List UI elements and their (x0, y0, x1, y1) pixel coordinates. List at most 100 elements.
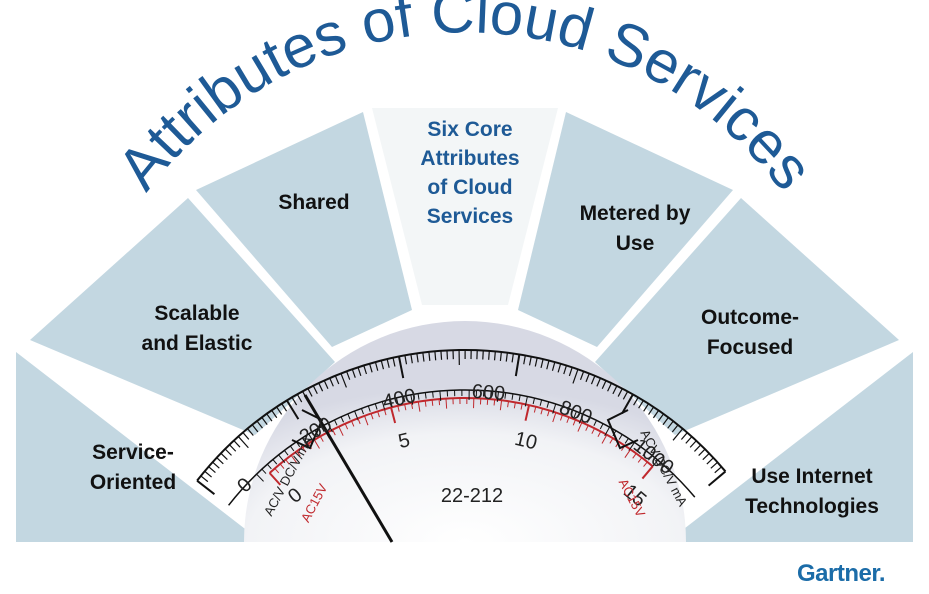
meter-outer-tick (261, 417, 268, 425)
meter-middle-tick (410, 394, 414, 405)
meter-middle-tick (648, 455, 653, 461)
meter-outer-tick (351, 369, 356, 378)
meter-outer-tick (200, 475, 209, 483)
meter-red-tick (397, 405, 400, 412)
meter-red-tick (377, 411, 380, 418)
label-line: Use Internet (751, 465, 873, 488)
meter-outer-tick (256, 420, 263, 429)
meter-outer-tick (590, 375, 596, 385)
meter-middle-tick (511, 393, 514, 400)
meter-outer-tick (568, 367, 573, 377)
meter-middle-tick (518, 395, 521, 402)
meter-middle-tick (636, 446, 641, 452)
meter-outer-tick (643, 403, 649, 412)
meter-outer-tick (523, 355, 526, 365)
label-service-oriented: Service- Oriented (48, 438, 218, 498)
meter-outer-tick (596, 377, 602, 387)
meter-outer-tick (493, 351, 496, 361)
gartner-logo: Gartner. (797, 560, 886, 587)
meter-outer-tick (216, 457, 224, 465)
meter-outer-tick (505, 352, 508, 362)
meter-outer-tick (540, 358, 544, 368)
meter-outer-tick (340, 373, 347, 388)
meter-middle-tick (560, 406, 564, 413)
meter-red-tick (577, 422, 583, 432)
meter-outer-tick (291, 396, 298, 406)
meter-outer-tick (563, 365, 568, 375)
meter-outer-tick (657, 413, 664, 422)
meter-red-tick (559, 414, 563, 421)
meter-outer-tick (220, 452, 228, 461)
meter-red-tick (274, 468, 280, 474)
meter-middle-tick (388, 399, 392, 406)
meter-middle-tick (267, 463, 272, 470)
center-label: Six Core Attributes of Cloud Services (380, 115, 560, 231)
meter-right-bracket (606, 409, 639, 450)
meter-outer-tick (386, 358, 390, 368)
meter-middle-tick (284, 450, 289, 456)
meter-outer-tick (323, 380, 329, 389)
meter-middle-tick (504, 392, 507, 399)
meter-middle-tick (289, 445, 295, 452)
meter-middle-tick (578, 414, 584, 424)
meter-outer-tick (672, 428, 684, 441)
meter-red-tick (431, 399, 434, 406)
meter-outer-tick (667, 420, 674, 429)
meter-outer-tick (392, 357, 396, 367)
meter-outer-tick (224, 448, 232, 456)
meter-outer-tick (706, 457, 714, 465)
meter-outer-tick (514, 354, 521, 377)
meter-red-tick (641, 465, 654, 480)
meter-middle-tick (261, 468, 267, 474)
meter-red-tick (493, 399, 496, 406)
meter-red-tick (351, 420, 355, 427)
label-use-internet-technologies: Use Internet Technologies (712, 462, 912, 522)
meter-outer-arc (196, 349, 727, 482)
meter-red-tick (513, 402, 516, 409)
meter-middle-tick (642, 450, 647, 457)
segment-shared (196, 112, 412, 347)
meter-outer-label: 600 (471, 381, 506, 405)
label-line: Oriented (89, 471, 177, 494)
center-line: Attributes (420, 147, 520, 170)
meter-middle-tick (396, 397, 399, 404)
meter-outer-tick (607, 382, 613, 392)
label-outcome-focused: Outcome- Focused (660, 303, 840, 363)
meter-outer-tick (410, 354, 413, 364)
meter-middle-tick (573, 411, 577, 418)
meter-outer-tick (557, 363, 562, 373)
meter-outer-tick (271, 409, 278, 419)
meter-outer-tick (638, 400, 644, 409)
label-shared: Shared (244, 188, 384, 218)
meter-outer-tick (380, 360, 385, 370)
meter-middle-tick (403, 396, 406, 403)
meter-middle-tick (552, 403, 557, 414)
meter-red-tick (424, 400, 427, 407)
meter-outer-tick (671, 424, 679, 433)
meter-outer-tick (499, 351, 502, 361)
meter-outer-tick (612, 385, 618, 395)
meter-outer-tick (329, 377, 334, 387)
meter-middle-tick (628, 442, 635, 451)
meter-red-tick (390, 407, 397, 424)
meter-outer-tick (318, 382, 324, 392)
meter-outer-tick (357, 367, 362, 377)
meter-middle-tick (618, 434, 623, 440)
meter-middle-tick (308, 433, 313, 440)
meter-middle-tick (567, 408, 571, 415)
meter-outer-tick (204, 470, 212, 478)
meter-red-tick (364, 415, 369, 426)
meter-red-tick (499, 400, 503, 411)
meter-inner-label: 10 (513, 428, 540, 455)
segment-metered-by-use (518, 112, 733, 347)
meter-middle-tick (604, 426, 610, 437)
segment-service-oriented (16, 352, 262, 542)
meter-red-tick (438, 399, 441, 406)
meter-left-bracket (291, 409, 324, 450)
label-metered-by-use: Metered by Use (545, 199, 725, 259)
meter-outer-tick (276, 406, 283, 415)
meter-middle-tick (539, 399, 543, 406)
meter-red-tick (279, 463, 285, 469)
meter-middle-tick (496, 391, 499, 402)
